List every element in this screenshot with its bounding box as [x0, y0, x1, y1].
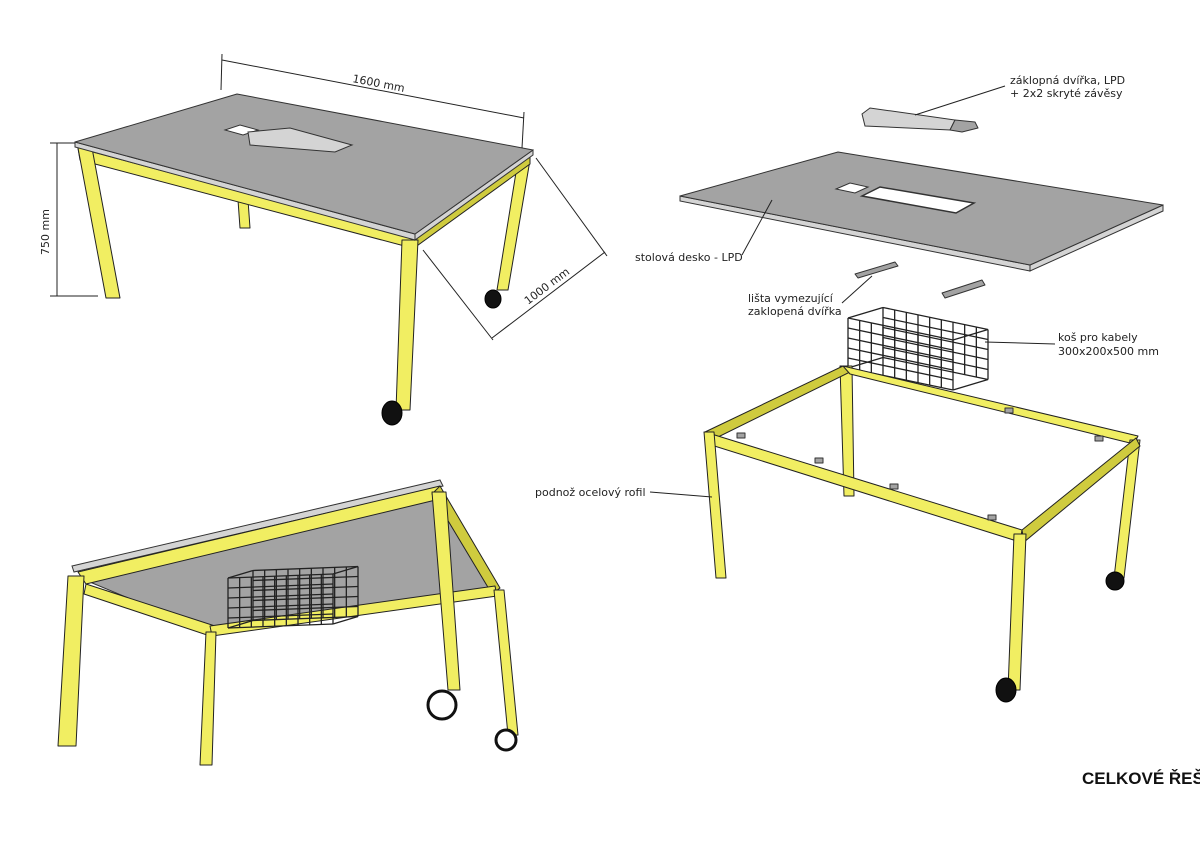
cable-basket [847, 306, 989, 391]
basket-wire [252, 595, 359, 602]
bracket [1004, 407, 1014, 414]
desk-edge [71, 479, 444, 573]
basket-wire [847, 317, 954, 341]
caster-wheel [1105, 571, 1125, 591]
exploded-view: záklopná dvířka, LPD + 2x2 skryté závěsy… [535, 74, 1164, 703]
basket-wire [847, 327, 954, 351]
extension-line [422, 249, 494, 341]
dimension-length: 1600 mm [351, 72, 405, 95]
basket-wire [252, 585, 359, 592]
basket-wire [227, 569, 254, 579]
basket-wire [252, 605, 359, 612]
bracket [1094, 435, 1104, 442]
frame-left-leg [703, 431, 727, 579]
bracket [889, 483, 899, 490]
basket-wire [847, 306, 884, 319]
extension-line [535, 157, 608, 257]
label-flap-hinges: + 2x2 skryté závěsy [1010, 87, 1123, 100]
bracket [987, 514, 997, 521]
extension-line [220, 53, 223, 91]
spacer-strip [941, 279, 986, 299]
basket-wire [227, 603, 334, 609]
basket-wire [882, 326, 989, 351]
basket-wire [847, 357, 954, 381]
flap-opening [859, 186, 977, 214]
basket-wire [952, 328, 989, 341]
front-left-leg [77, 147, 121, 299]
label-flap: záklopná dvířka, LPD [1010, 74, 1125, 87]
basket-wire [847, 347, 954, 371]
basket-wire [952, 378, 989, 391]
underside-view [57, 479, 519, 766]
dimension-height: 750 mm [39, 209, 52, 255]
cable-basket [227, 565, 359, 629]
tabletop [74, 93, 534, 235]
spacer-strip [854, 261, 899, 279]
frame-front-leg [1007, 533, 1027, 691]
leg [431, 491, 461, 691]
caster-wheel [995, 677, 1017, 703]
leader-line [914, 85, 1006, 116]
bracket [736, 432, 746, 439]
basket-wire [882, 316, 989, 341]
label-desk: stolová desko - LPD [635, 251, 743, 264]
frame-left-apron [704, 365, 851, 441]
front-right-leg [395, 239, 419, 411]
frame-back-apron [842, 365, 1139, 445]
basket-wire [227, 619, 254, 629]
basket-wire [332, 565, 359, 575]
caster-wheel [484, 289, 502, 309]
dimension-line-length [221, 59, 525, 119]
basket-wire [882, 356, 989, 381]
basket-wire [227, 583, 334, 589]
basket-wire [227, 623, 334, 629]
hinge [949, 119, 979, 133]
basket-wire [252, 615, 359, 622]
basket-wire [227, 593, 334, 599]
leader-line [841, 275, 873, 304]
frame-back-leg [839, 365, 855, 497]
flap-door-part [861, 107, 956, 131]
basket-wire [332, 615, 359, 625]
leg [57, 575, 85, 747]
caster-wheel [494, 728, 518, 752]
assembled-table-view: 1600 mm 750 mm 1000 mm [39, 53, 608, 426]
basket-wire [252, 565, 359, 572]
basket-wire [847, 337, 954, 361]
label-basket: koš pro kabely [1058, 331, 1138, 344]
sheet-title: CELKOVÉ ŘEŠENÍ [1082, 769, 1200, 788]
basket-wire [882, 306, 989, 331]
label-frame: podnož ocelový rofil [535, 486, 646, 499]
extension-line [521, 111, 525, 149]
flap-door [247, 127, 354, 153]
leg [493, 589, 519, 736]
basket-wire [227, 613, 334, 619]
dimension-depth: 1000 mm [522, 265, 572, 307]
basket-wire [227, 573, 334, 579]
bracket [814, 457, 824, 464]
cable-hole [834, 182, 870, 194]
frame-front-apron [704, 431, 1023, 543]
leader-line [984, 341, 1056, 345]
label-strip: lišta vymezující [748, 292, 834, 305]
label-strip-2: zaklopená dvířka [748, 305, 842, 318]
label-basket-size: 300x200x500 mm [1058, 345, 1159, 358]
dimension-line-depth [491, 251, 606, 339]
basket-wire [882, 346, 989, 371]
basket-wire [847, 356, 884, 369]
caster-wheel [426, 689, 458, 721]
basket-wire [882, 336, 989, 361]
leader-line [649, 491, 713, 498]
leg [199, 631, 217, 766]
desk-board [679, 151, 1164, 266]
caster-wheel [381, 400, 403, 426]
basket-wire [252, 575, 359, 582]
leader-line [741, 199, 773, 256]
